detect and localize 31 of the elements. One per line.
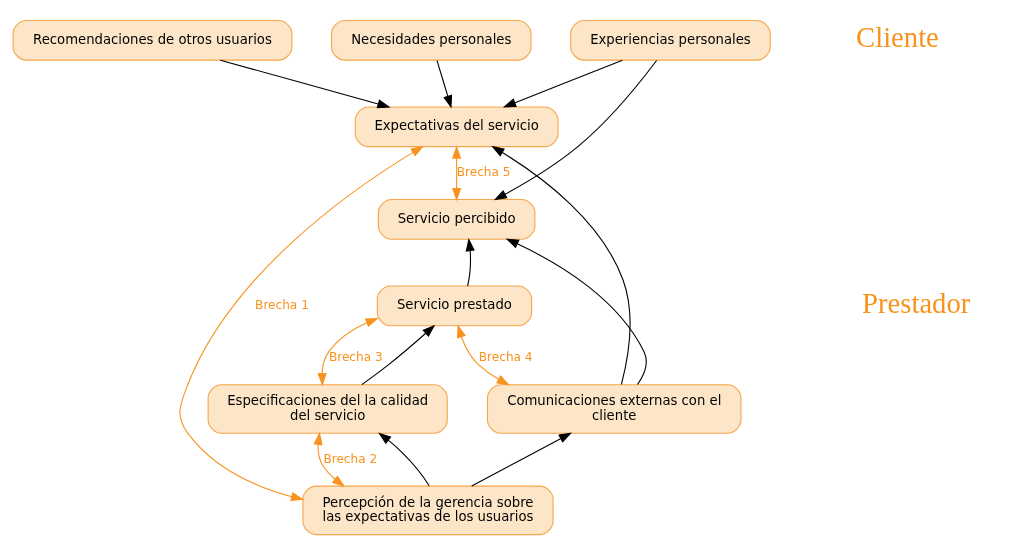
node-box: Expectativas del servicio xyxy=(354,105,559,147)
arrow xyxy=(219,59,391,108)
arrow xyxy=(452,144,462,201)
node-box: Necesidades personales xyxy=(331,19,532,61)
arrow xyxy=(491,145,631,385)
node-box: Recomendaciones de otros usuarios xyxy=(12,19,293,61)
node-box: Especificaciones del la calidad del servicio xyxy=(207,383,448,434)
label: Cliente xyxy=(856,20,939,53)
arrow xyxy=(502,59,623,107)
arrow xyxy=(471,432,573,487)
arrow xyxy=(436,59,453,109)
node-box: Percepción de la gerencia sobre las expectativas de los usuarios xyxy=(302,485,554,535)
node-box: Comunicaciones externas con el cliente xyxy=(486,383,742,434)
arrow xyxy=(179,145,425,501)
edge-label: Brecha 3 xyxy=(328,349,383,364)
edge-label: Brecha 1 xyxy=(255,297,309,312)
node-box: Servicio prestado xyxy=(376,285,533,326)
arrow xyxy=(493,59,658,200)
arrow xyxy=(505,238,647,385)
arrow xyxy=(313,431,346,487)
node-box: Experiencias personales xyxy=(570,19,771,61)
node-box: Servicio percibido xyxy=(377,198,536,240)
label: Prestador xyxy=(862,286,971,319)
arrow xyxy=(361,324,436,385)
edge-label: Brecha 4 xyxy=(478,349,533,364)
arrow xyxy=(457,324,510,385)
edge-label: Brecha 2 xyxy=(323,451,378,466)
edge-label: Brecha 5 xyxy=(456,164,511,179)
arrow xyxy=(465,237,475,287)
arrow xyxy=(317,317,379,386)
arrow xyxy=(378,431,430,486)
